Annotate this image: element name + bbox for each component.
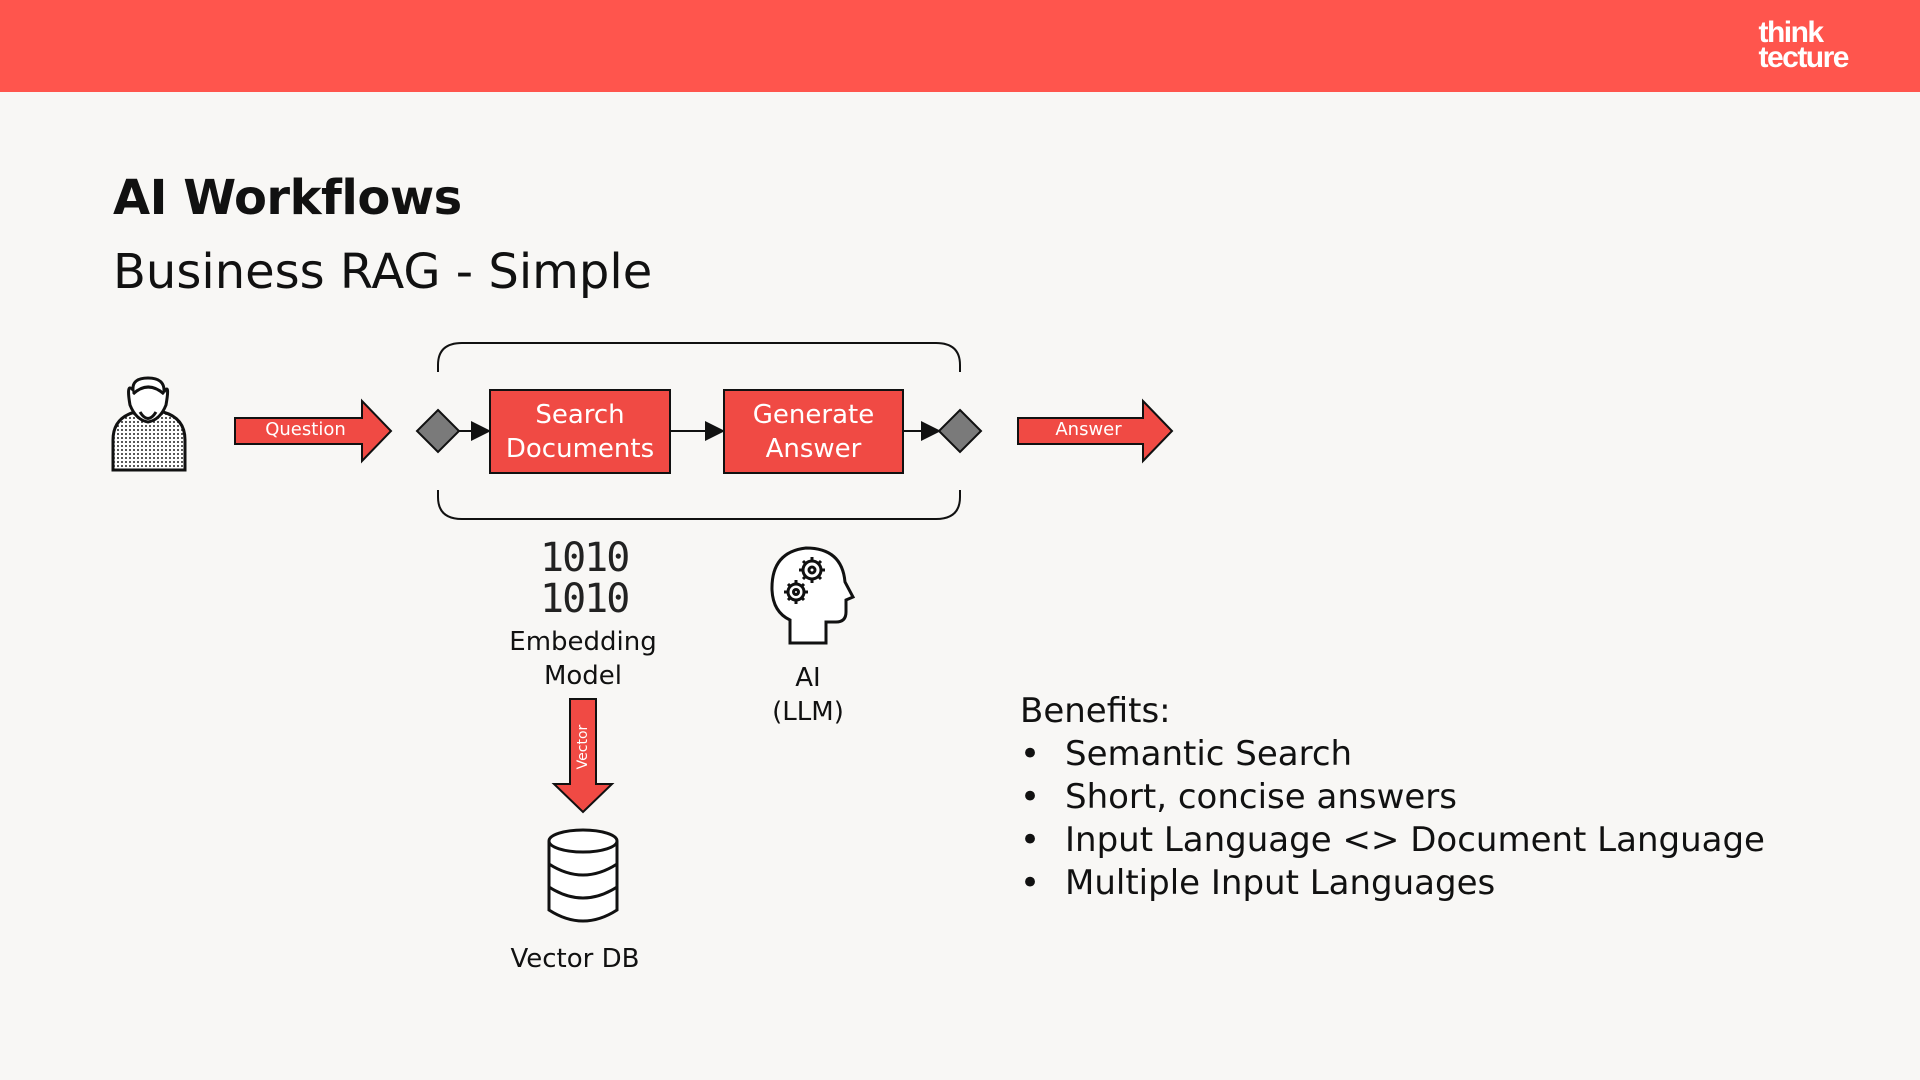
generate-line-1: Generate (752, 399, 875, 430)
brand-logo: think tecture (1758, 16, 1849, 74)
embedding-model-caption: Embedding Model (483, 625, 683, 693)
list-item: • Short, concise answers (1020, 776, 1765, 819)
answer-label: Answer (1055, 419, 1122, 440)
search-documents-box (489, 389, 671, 474)
binary-line-2: 1010 (540, 576, 630, 622)
generate-answer-box (723, 389, 904, 474)
benefits-heading: Benefits: (1020, 691, 1171, 731)
question-arrow (234, 398, 393, 464)
binary-line-1: 1010 (540, 535, 630, 581)
end-gateway (937, 408, 983, 454)
generate-line-2: Answer (765, 433, 862, 464)
database-icon (547, 828, 619, 923)
benefits-section: Benefits: • Semantic Search • Short, conci… (1020, 690, 1765, 905)
logo-line-2: tecture (1758, 41, 1849, 74)
header-bar: think tecture (0, 0, 1920, 92)
answer-arrow (1017, 398, 1174, 464)
ai-line-2: (LLM) (772, 697, 844, 727)
vector-arrow (551, 698, 615, 814)
bullet: • (1020, 734, 1041, 774)
person-icon (111, 376, 187, 472)
generate-answer-label: Generate Answer (724, 390, 903, 473)
search-line-1: Search (535, 399, 625, 430)
vector-label: Vector (575, 724, 591, 770)
start-gateway (415, 408, 461, 454)
bullet: • (1020, 820, 1041, 860)
slide-title: AI Workflows (113, 170, 462, 226)
list-item: • Semantic Search (1020, 733, 1765, 776)
benefit-text: Semantic Search (1065, 734, 1353, 774)
embedding-line-1: Embedding (509, 627, 657, 657)
group-bracket-top (437, 342, 961, 372)
group-bracket-bottom (437, 490, 961, 520)
bullet: • (1020, 777, 1041, 817)
slide-subtitle: Business RAG - Simple (113, 244, 653, 300)
benefit-text: Input Language <> Document Language (1065, 820, 1765, 860)
benefits-list: • Semantic Search • Short, concise answers… (1020, 733, 1765, 905)
ai-line-1: AI (795, 663, 821, 693)
embedding-line-2: Model (543, 661, 623, 691)
list-item: • Multiple Input Languages (1020, 862, 1765, 905)
ai-llm-caption: AI (LLM) (728, 661, 888, 729)
logo-line-1: think (1758, 16, 1824, 49)
search-line-2: Documents (505, 433, 655, 464)
benefit-text: Short, concise answers (1065, 777, 1457, 817)
search-documents-label: Search Documents (490, 390, 670, 473)
question-label: Question (265, 419, 346, 440)
bullet: • (1020, 863, 1041, 903)
brain-gears-icon (770, 546, 856, 645)
binary-icon: 1010 1010 (540, 535, 630, 622)
list-item: • Input Language <> Document Language (1020, 819, 1765, 862)
benefit-text: Multiple Input Languages (1065, 863, 1496, 903)
vector-db-caption: Vector DB (510, 944, 640, 974)
